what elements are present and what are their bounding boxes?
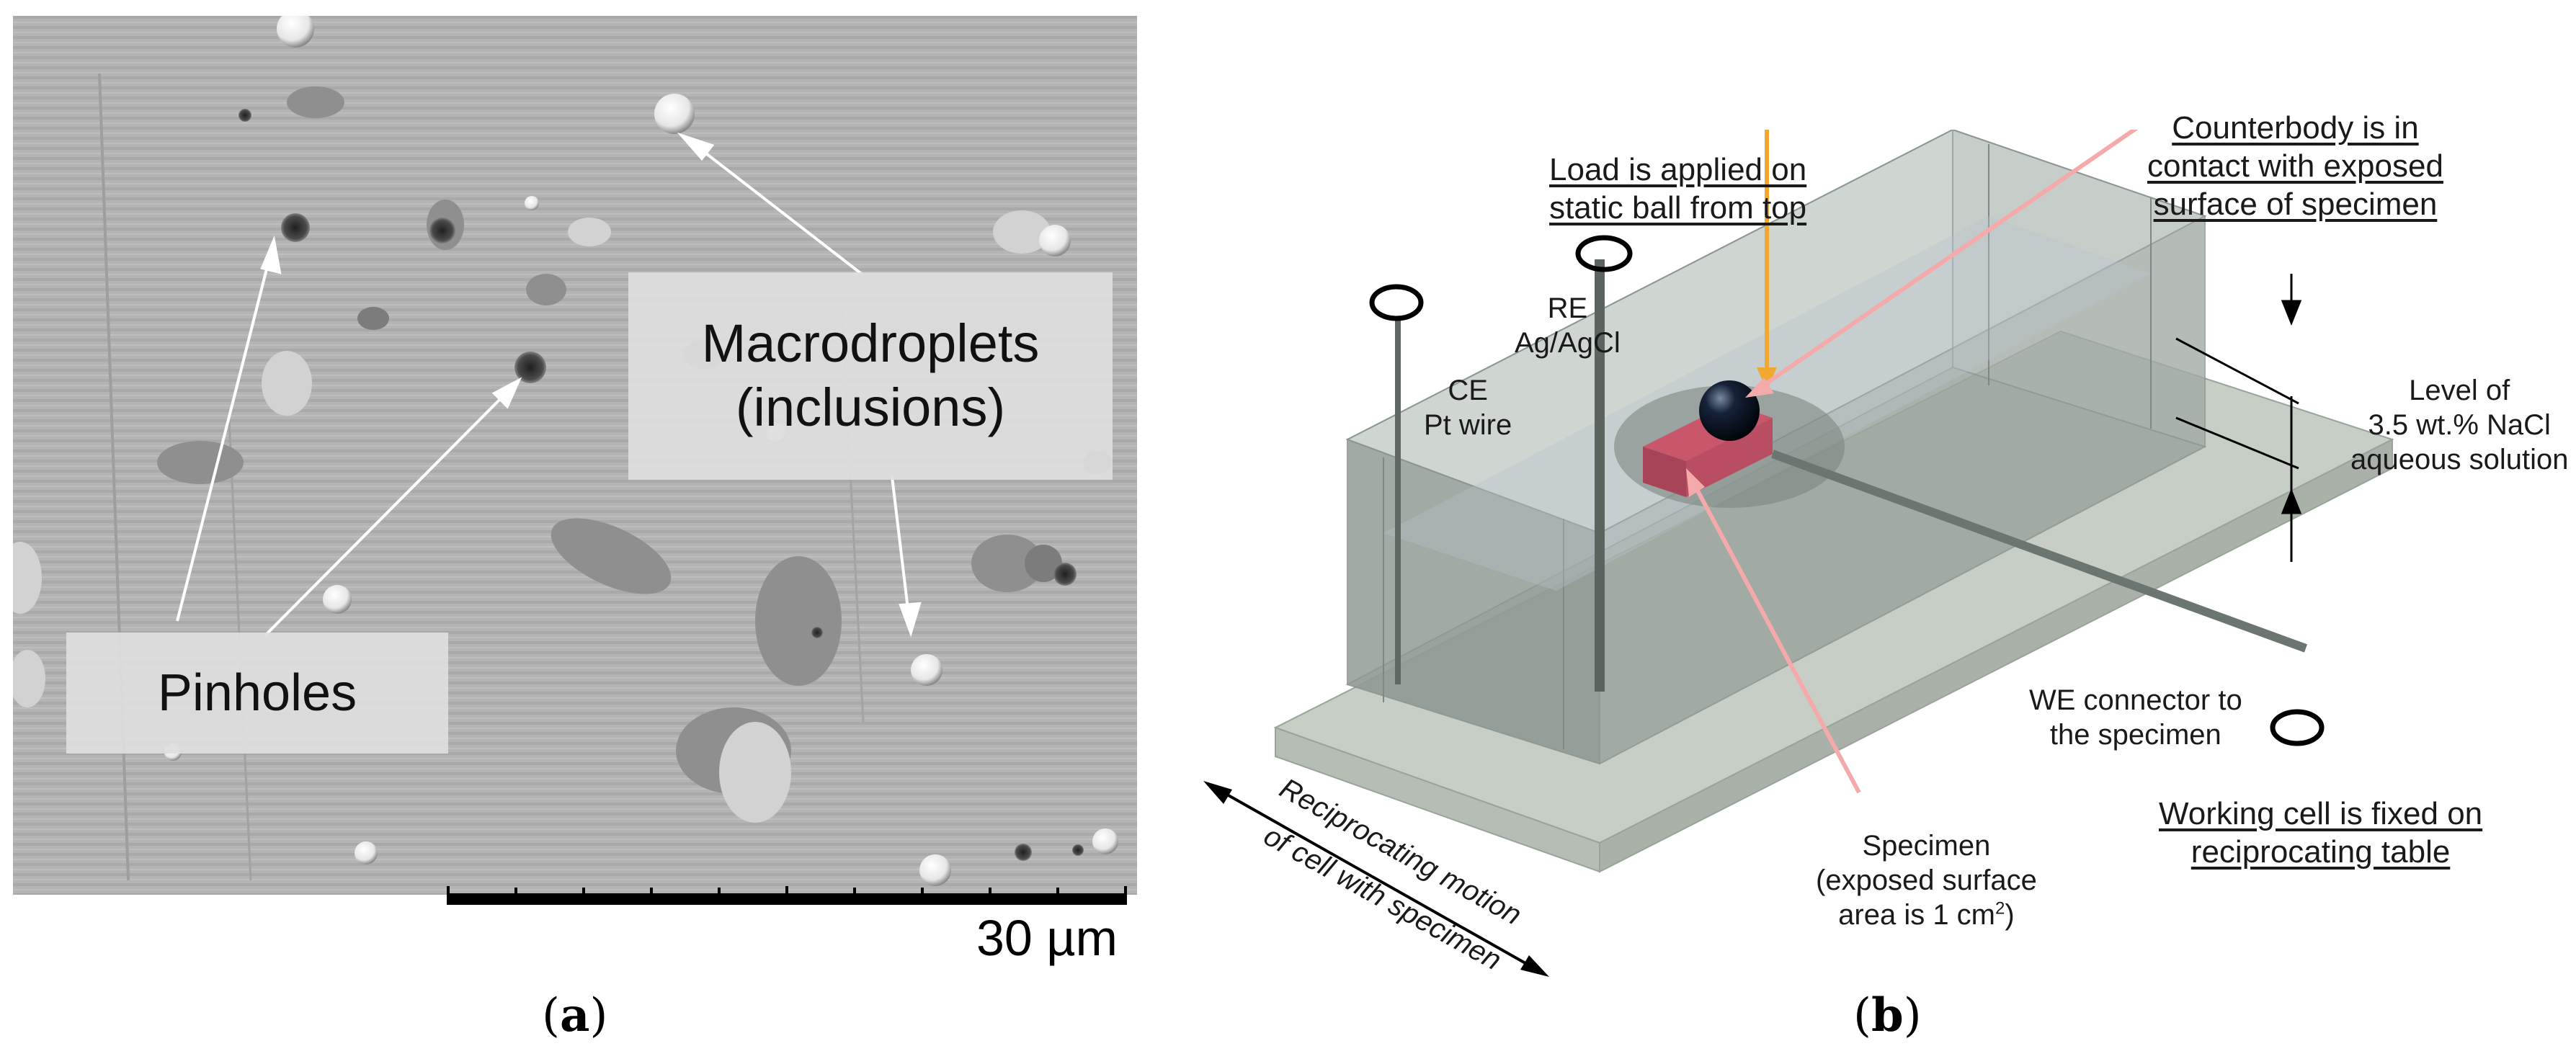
panel-b-open: (: [1853, 989, 1871, 1042]
re-label: RE Ag/AgCl: [1515, 291, 1621, 360]
load-arrow: [1757, 130, 1777, 390]
level-line-3: aqueous solution: [2350, 444, 2569, 475]
specimen-area-exponent: 2: [1995, 898, 2005, 919]
load-line-1: Load is applied on: [1549, 152, 1807, 187]
specimen-area-text: area is 1 cm: [1838, 899, 1995, 931]
panel-b-close: ): [1903, 989, 1922, 1042]
tribocorrosion-cell-diagram: [1203, 130, 2394, 977]
ce-line-1: CE: [1448, 375, 1488, 406]
working-line-2: reciprocating table: [2191, 834, 2451, 870]
load-line-2: static ball from top: [1549, 189, 1807, 225]
panel-a-label: (a): [542, 988, 607, 1042]
we-line-2: the specimen: [2049, 719, 2221, 751]
pinholes-callout: Pinholes: [66, 633, 448, 754]
level-label: Level of 3.5 wt.% NaCl aqueous solution: [2350, 373, 2568, 477]
panel-b-letter: b: [1871, 988, 1904, 1042]
macrodroplets-callout: Macrodroplets (inclusions): [628, 272, 1113, 480]
specimen-line-1: Specimen: [1862, 830, 1991, 862]
specimen-area-close: ): [2005, 899, 2015, 931]
level-indicator: [2175, 274, 2302, 562]
re-line-1: RE: [1547, 292, 1588, 324]
macrodroplets-label: Macrodroplets: [701, 313, 1040, 374]
scale-bar-label: 30 µm: [976, 910, 1118, 966]
pinholes-label: Pinholes: [157, 664, 357, 722]
we-line-1: WE connector to: [2029, 684, 2242, 716]
ce-line-2: Pt wire: [1424, 409, 1512, 441]
glass-cell: [1345, 130, 2207, 765]
specimen-label: Specimen (exposed surface area is 1 cm2): [1816, 828, 2037, 932]
specimen-line-3: area is 1 cm2): [1816, 898, 2037, 932]
re-line-2: Ag/AgCl: [1515, 327, 1621, 359]
we-connector-marker: [2270, 709, 2325, 746]
panel-a-letter: a: [559, 988, 590, 1042]
counterbody-line-2: contact with exposed: [2147, 148, 2443, 184]
load-label: Load is applied on static ball from top: [1549, 151, 1806, 228]
counterbody-line-1: Counterbody is in: [2172, 110, 2419, 146]
panel-b-label: (b): [1853, 988, 1922, 1042]
inclusions-label: (inclusions): [735, 377, 1006, 437]
panel-a-close: ): [589, 989, 608, 1042]
glass-walls-inner: [1383, 144, 2152, 749]
re-electrode: [1575, 235, 1633, 692]
we-connector-label: WE connector to the specimen: [2029, 683, 2242, 752]
panel-a-open: (: [542, 989, 560, 1042]
specimen-line-2: (exposed surface: [1816, 864, 2037, 896]
level-line-2: 3.5 wt.% NaCl: [2368, 409, 2551, 441]
scale-bar: [447, 886, 1127, 905]
specimen-arrow: [1686, 468, 1861, 794]
counterbody-ball: [1699, 380, 1760, 441]
reciprocating-motion-arrow: [1203, 781, 1549, 977]
ce-electrode: [1369, 284, 1424, 684]
counterbody-line-3: surface of specimen: [2153, 186, 2438, 222]
counterbody-label: Counterbody is in contact with exposed s…: [2147, 110, 2443, 223]
working-line-1: Working cell is fixed on: [2159, 796, 2483, 831]
ce-label: CE Pt wire: [1424, 373, 1512, 442]
working-cell-label: Working cell is fixed on reciprocating t…: [2159, 795, 2482, 872]
counterbody-arrow: [1745, 130, 2139, 398]
level-line-1: Level of: [2409, 375, 2510, 406]
